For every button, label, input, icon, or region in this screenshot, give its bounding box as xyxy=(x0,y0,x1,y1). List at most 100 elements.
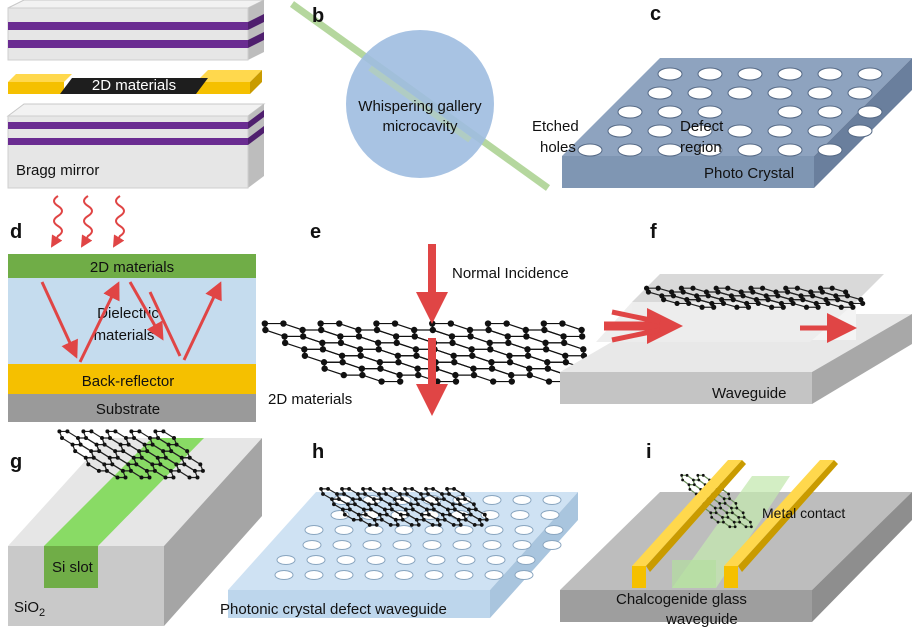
phc-hole xyxy=(336,555,356,565)
photonic-crystal-side xyxy=(814,58,912,188)
phc-hole xyxy=(304,570,324,580)
bragg-block-top xyxy=(7,0,265,61)
etched-hole xyxy=(777,105,803,119)
panel-b: b Whispering gallery microcavity xyxy=(289,1,551,191)
phc-hole xyxy=(334,525,354,535)
phc-hole xyxy=(484,525,504,535)
graphene-lattice-f xyxy=(643,285,866,310)
phc-hole xyxy=(394,525,414,535)
phc-hole xyxy=(514,525,534,535)
phc-hole xyxy=(454,570,474,580)
photonic-crystal-front xyxy=(562,156,814,188)
normal-incidence-label: Normal Incidence xyxy=(452,265,569,282)
etched-hole xyxy=(727,86,753,100)
back-reflector-layer xyxy=(8,364,256,394)
microcavity-label-line2: microcavity xyxy=(382,118,458,135)
chalcogenide-label-1: Chalcogenide glass xyxy=(616,591,747,608)
panel-letter-c: c xyxy=(650,3,661,25)
metal-contact-label: Metal contact xyxy=(762,505,845,521)
phc-hole xyxy=(542,495,562,505)
si-slot-top xyxy=(44,438,204,546)
phc-hole xyxy=(456,555,476,565)
bragg-mirror-label: Bragg mirror xyxy=(16,162,99,179)
2d-material-layer xyxy=(8,254,256,278)
panel-d-material-label: 2D materials xyxy=(90,259,174,276)
etched-hole xyxy=(657,143,683,157)
phc-hole xyxy=(454,525,474,535)
panel-letter-h: h xyxy=(312,441,324,463)
glass-substrate-front xyxy=(560,590,812,622)
panel-letter-g: g xyxy=(10,451,22,473)
phc-hole xyxy=(364,525,384,535)
bragg-block-bottom xyxy=(6,103,266,189)
etched-hole xyxy=(857,67,883,81)
phc-slab-side xyxy=(490,492,578,618)
etched-hole xyxy=(577,143,603,157)
phc-hole xyxy=(392,540,412,550)
phc-hole xyxy=(544,525,564,535)
phc-hole xyxy=(514,570,534,580)
defect-region-label-1: Defect xyxy=(680,118,724,135)
etched-hole xyxy=(847,124,873,138)
sio2-label: SiO2 xyxy=(14,599,45,619)
metal-contact-right xyxy=(724,460,838,588)
phc-hole xyxy=(424,570,444,580)
substrate-label: Substrate xyxy=(96,401,160,418)
si-slot-front xyxy=(44,546,98,588)
etched-hole xyxy=(647,124,673,138)
panel-letter-f: f xyxy=(650,221,657,243)
panel-g: g Si slot SiO2 xyxy=(8,429,262,626)
reflection-rays xyxy=(40,281,222,363)
sio2-side xyxy=(164,438,262,626)
etched-hole xyxy=(687,124,713,138)
back-reflector-label: Back-reflector xyxy=(82,373,175,390)
phc-hole xyxy=(302,540,322,550)
etched-hole xyxy=(657,105,683,119)
etched-hole xyxy=(777,67,803,81)
phc-hole xyxy=(484,570,504,580)
phc-hole xyxy=(396,555,416,565)
graphene-lattice-h xyxy=(319,486,489,527)
metal-contact-left xyxy=(632,460,746,588)
phc-hole xyxy=(424,525,444,535)
phc-hole xyxy=(482,495,502,505)
etched-hole xyxy=(607,124,633,138)
phc-hole xyxy=(362,540,382,550)
phc-hole xyxy=(364,570,384,580)
phc-hole xyxy=(540,510,560,520)
phc-hole xyxy=(332,540,352,550)
phc-hole xyxy=(516,555,536,565)
etched-holes-label-1: Etched xyxy=(532,118,579,135)
photo-crystal-label: Photo Crystal xyxy=(704,165,794,182)
phc-hole xyxy=(422,540,442,550)
dielectric-label-1: Dielectric xyxy=(97,305,159,322)
panel-a: a 2D materials xyxy=(6,0,266,189)
panel-letter-b: b xyxy=(312,5,324,27)
phc-hole xyxy=(512,495,532,505)
phc-hole xyxy=(512,540,532,550)
chalcogenide-label-2: waveguide xyxy=(665,611,738,628)
dielectric-label-2: materials xyxy=(94,327,155,344)
etched-hole xyxy=(767,86,793,100)
etched-holes-label-2: holes xyxy=(540,139,576,156)
phc-hole xyxy=(274,570,294,580)
etched-hole xyxy=(697,105,723,119)
phc-hole xyxy=(334,570,354,580)
phc-hole xyxy=(306,555,326,565)
etched-hole xyxy=(737,67,763,81)
etched-hole xyxy=(847,86,873,100)
etched-hole xyxy=(817,105,843,119)
etched-hole xyxy=(697,143,723,157)
graphene-lattice-e xyxy=(261,320,589,385)
phc-waveguide-label: Photonic crystal defect waveguide xyxy=(220,601,447,618)
etched-hole xyxy=(697,67,723,81)
etched-hole xyxy=(647,86,673,100)
phc-hole xyxy=(394,570,414,580)
phc-hole xyxy=(362,495,382,505)
panel-e: e Normal Incidence 2D materials xyxy=(261,221,589,416)
panel-e-material-label: 2D materials xyxy=(268,391,352,408)
etched-hole xyxy=(737,143,763,157)
phc-hole xyxy=(510,510,530,520)
2d-material-sheet xyxy=(60,78,208,94)
